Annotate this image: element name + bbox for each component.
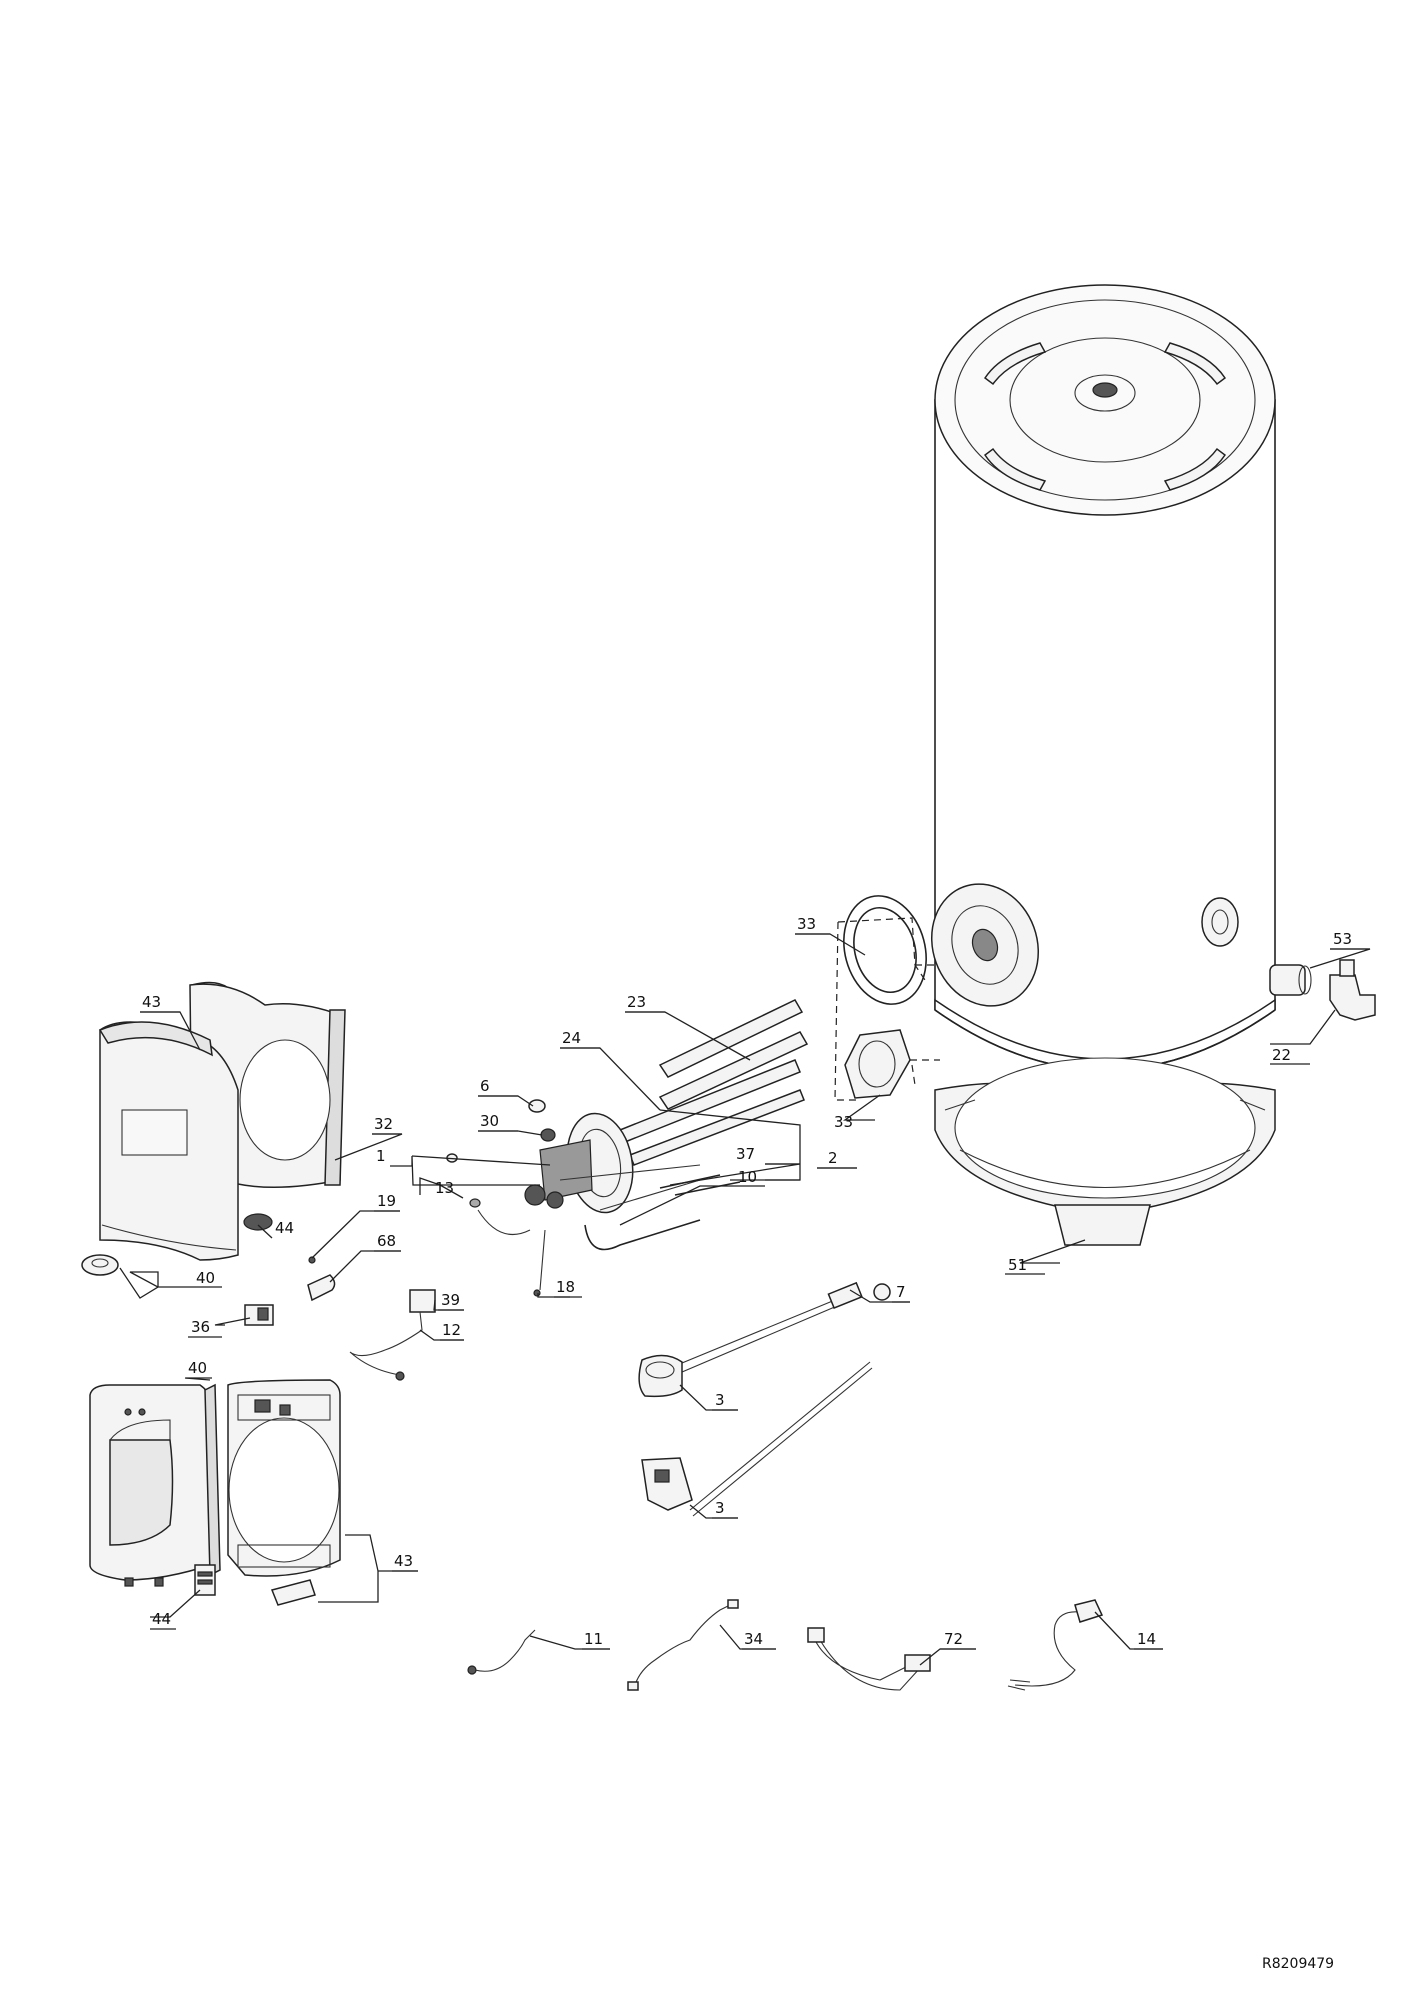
label-14: 14 <box>1137 1630 1156 1648</box>
label-23: 23 <box>627 993 646 1011</box>
label-1: 1 <box>376 1147 386 1165</box>
label-2: 2 <box>828 1149 838 1167</box>
label-13: 13 <box>435 1179 454 1197</box>
anode-rods <box>619 999 809 1166</box>
label-37: 37 <box>736 1145 755 1163</box>
tank-stand <box>934 1057 1276 1246</box>
label-3: 3 <box>715 1499 725 1517</box>
label-51: 51 <box>1008 1256 1027 1274</box>
label-12: 12 <box>442 1321 461 1339</box>
label-44: 44 <box>152 1610 171 1628</box>
label-11: 11 <box>584 1630 603 1648</box>
label-32: 32 <box>374 1115 393 1133</box>
heating-element <box>524 1112 741 1297</box>
wiring-harnesses <box>467 1599 1104 1691</box>
label-33: 33 <box>797 915 816 933</box>
upper-cover-assembly <box>81 981 346 1276</box>
part-labels: 33 53 23 43 22 24 33 6 30 32 2 1 37 10 1… <box>142 915 1352 1648</box>
label-43: 43 <box>142 993 161 1011</box>
label-68: 68 <box>377 1232 396 1250</box>
label-7: 7 <box>896 1283 906 1301</box>
label-40: 40 <box>196 1269 215 1287</box>
label-40: 40 <box>188 1359 207 1377</box>
label-36: 36 <box>191 1318 210 1336</box>
label-34: 34 <box>744 1630 763 1648</box>
small-fasteners <box>307 1099 556 1302</box>
label-44: 44 <box>275 1219 294 1237</box>
label-39: 39 <box>441 1291 460 1309</box>
thermostats <box>638 1281 891 1517</box>
label-22: 22 <box>1272 1046 1291 1064</box>
label-72: 72 <box>944 1630 963 1648</box>
water-tank <box>930 284 1276 1071</box>
label-3: 3 <box>715 1391 725 1409</box>
label-10: 10 <box>738 1168 757 1186</box>
label-53: 53 <box>1333 930 1352 948</box>
flange-gasket-33 <box>834 895 940 1101</box>
reference-code: R8209479 <box>1262 1956 1334 1972</box>
label-6: 6 <box>480 1077 490 1095</box>
lower-cover-assembly <box>89 1379 341 1606</box>
label-24: 24 <box>562 1029 581 1047</box>
label-19: 19 <box>377 1192 396 1210</box>
label-30: 30 <box>480 1112 499 1130</box>
label-18: 18 <box>556 1278 575 1296</box>
pipe-fittings <box>1269 959 1376 1021</box>
label-underlines <box>140 933 1370 1650</box>
electronic-components <box>244 1289 436 1381</box>
label-33: 33 <box>834 1113 853 1131</box>
label-43: 43 <box>394 1552 413 1570</box>
